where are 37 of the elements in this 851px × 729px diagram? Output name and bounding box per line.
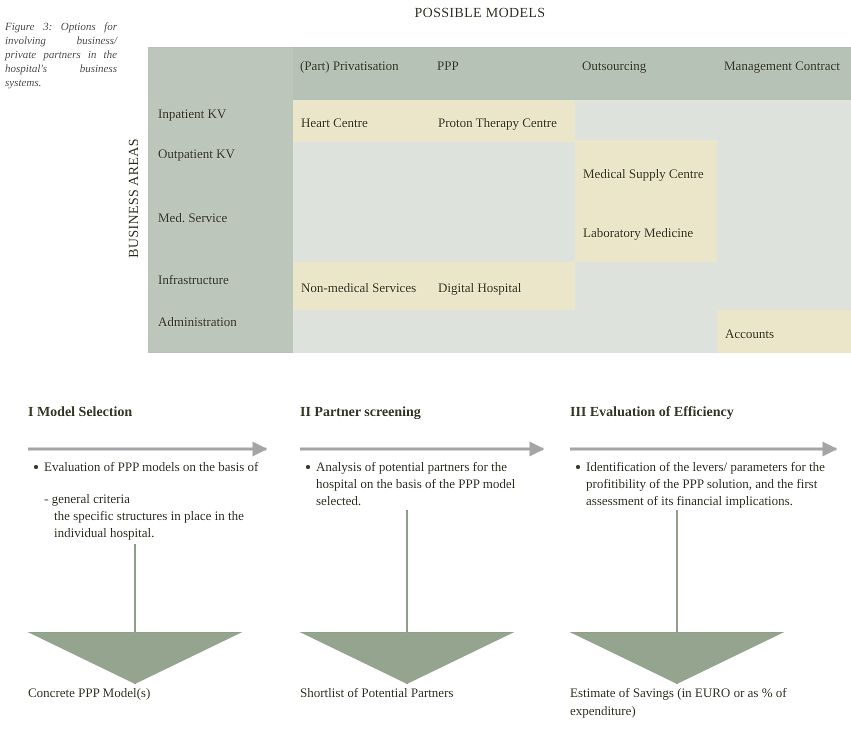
cell-text: Accounts xyxy=(725,326,774,342)
highlighted-cell xyxy=(293,262,430,310)
cell-text: Proton Therapy Centre xyxy=(438,115,557,131)
column-header: PPP xyxy=(437,58,460,74)
result-text: Estimate of Savings (in EURO or as % of expenditure) xyxy=(570,684,788,720)
highlighted-cell xyxy=(717,310,851,353)
bullet-text: Identification of the levers/ parameters for the profitibility of the PPP solution, and the first assessment of its financial implications. xyxy=(586,458,826,509)
down-chevron-arrow xyxy=(28,544,242,684)
down-chevron-arrow xyxy=(570,510,784,684)
column-axis-title: POSSIBLE MODELS xyxy=(414,6,546,22)
column-header: (Part) Privatisation xyxy=(300,58,400,74)
phase-heading: I Model Selection xyxy=(28,404,132,422)
phase-heading: III Evaluation of Efficiency xyxy=(570,404,734,422)
bullet-text: Analysis of potential partners for the hospital on the basis of the PPP model selected. xyxy=(316,458,516,509)
highlighted-cell xyxy=(293,100,430,142)
cell-text: Laboratory Medicine xyxy=(583,224,694,240)
row-header: Inpatient KV xyxy=(158,106,228,122)
cell-text: Non-medical Services xyxy=(301,280,416,296)
bullet-text: - general criteria xyxy=(44,490,131,507)
bullet-text: the specific structures in place in the individual hospital. xyxy=(54,507,245,541)
row-header: Administration xyxy=(158,314,238,330)
row-header: Med. Service xyxy=(158,210,228,226)
row-header: Infrastructure xyxy=(158,272,230,288)
cell-text: Medical Supply Centre xyxy=(583,166,704,182)
result-text: Concrete PPP Model(s) xyxy=(28,684,152,702)
bullet-text: Evaluation of PPP models on the basis of xyxy=(44,458,260,475)
phase-heading: II Partner screening xyxy=(300,404,421,422)
down-chevron-arrow xyxy=(300,510,514,684)
row-header: Outpatient KV xyxy=(158,146,236,162)
row-axis-title: BUSINESS AREAS xyxy=(127,137,143,260)
column-header: Management Contract xyxy=(724,58,841,74)
figure-caption: Figure 3: Options for involving business/ private partners in the hospital's business systems. xyxy=(5,20,117,90)
cell-text: Heart Centre xyxy=(301,115,368,131)
cell-text: Digital Hospital xyxy=(438,280,522,296)
highlighted-cell xyxy=(430,100,575,142)
column-header: Outsourcing xyxy=(582,58,648,74)
result-text: Shortlist of Potential Partners xyxy=(300,684,454,702)
